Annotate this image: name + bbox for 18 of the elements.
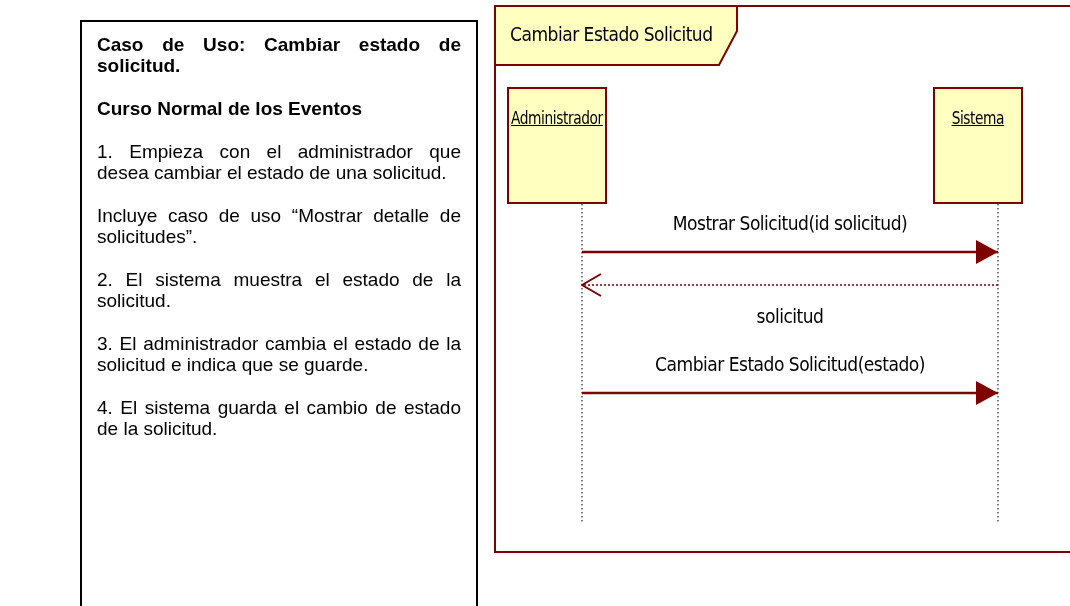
message-label: solicitud	[756, 305, 824, 327]
message-arrow	[582, 381, 998, 405]
step-text: 1. Empieza con el administrador que desea cambiar el estado de una solicitud.	[97, 141, 461, 183]
step-text: 3. El administrador cambia el estado de la solicitud e indica que se guarde.	[97, 333, 461, 375]
message-label: Mostrar Solicitud(id solicitud)	[672, 212, 908, 234]
use-case-title: Caso de Uso: Cambiar estado de solicitud.	[97, 34, 461, 76]
step-text: 2. El sistema muestra el estado de la solicitud.	[97, 269, 461, 311]
section-heading: Curso Normal de los Eventos	[97, 98, 363, 119]
message-label: Cambiar Estado Solicitud(estado)	[655, 353, 925, 375]
message-arrow	[582, 240, 998, 264]
frame-title: Cambiar Estado Solicitud	[510, 23, 713, 45]
use-case-description-box	[80, 20, 478, 606]
step-text: Incluye caso de uso “Mostrar detalle de solicitudes”.	[97, 205, 461, 247]
participant-box: Administrador	[507, 87, 607, 204]
step-text: 4. El sistema guarda el cambio de estado de la solicitud.	[97, 397, 461, 439]
participant-box: Sistema	[933, 87, 1023, 204]
return-message-arrow	[581, 273, 999, 297]
sequence-frame	[494, 5, 1070, 553]
